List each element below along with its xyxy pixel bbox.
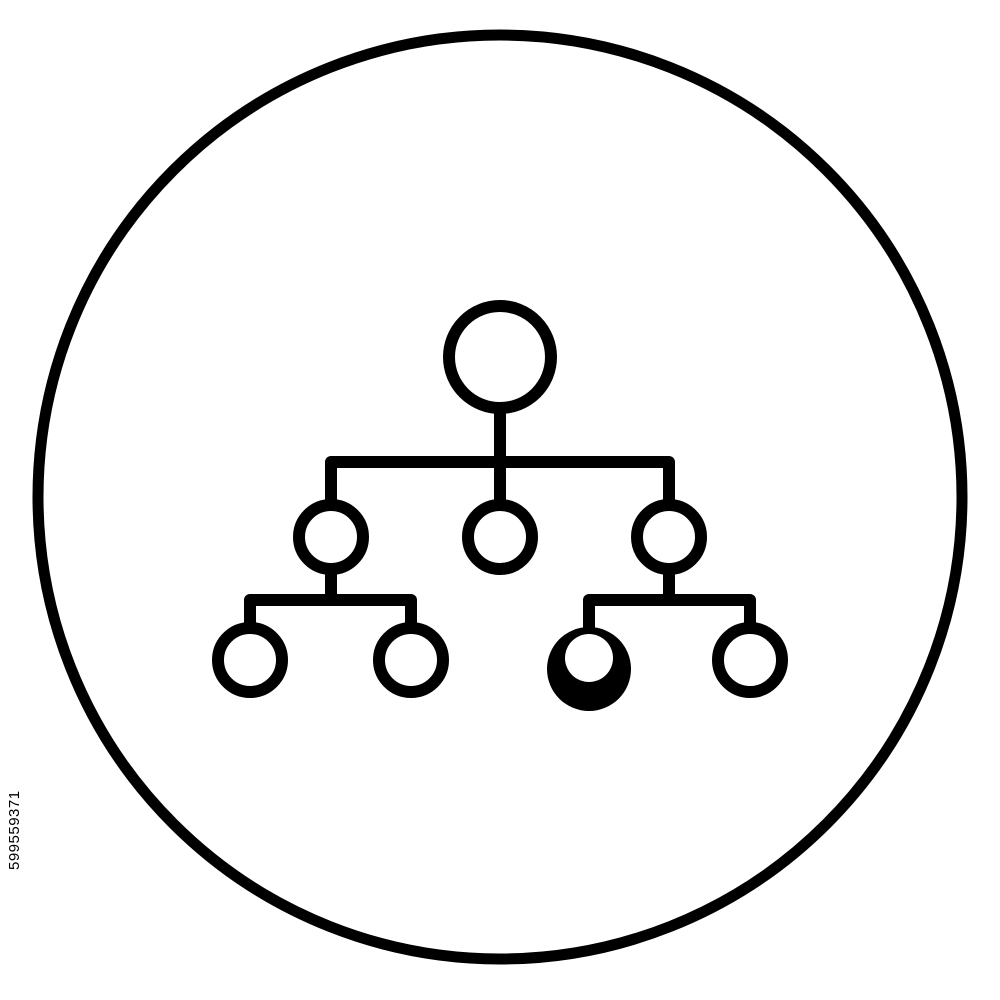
level-1-node-left bbox=[293, 499, 369, 575]
level-1-node-right bbox=[631, 499, 707, 575]
level-2-node-4 bbox=[712, 622, 788, 698]
outer-ring bbox=[32, 29, 968, 965]
stock-id-text: 599559371 bbox=[6, 790, 23, 870]
right-sub-branch bbox=[583, 594, 756, 634]
level-2-node-2 bbox=[373, 622, 449, 698]
level-1-branch bbox=[325, 456, 675, 511]
level-2-node-3 bbox=[547, 627, 631, 711]
level-2-node-1 bbox=[212, 622, 288, 698]
level-1-node-center bbox=[462, 499, 538, 575]
root-node bbox=[443, 300, 557, 414]
left-sub-branch bbox=[244, 594, 417, 634]
